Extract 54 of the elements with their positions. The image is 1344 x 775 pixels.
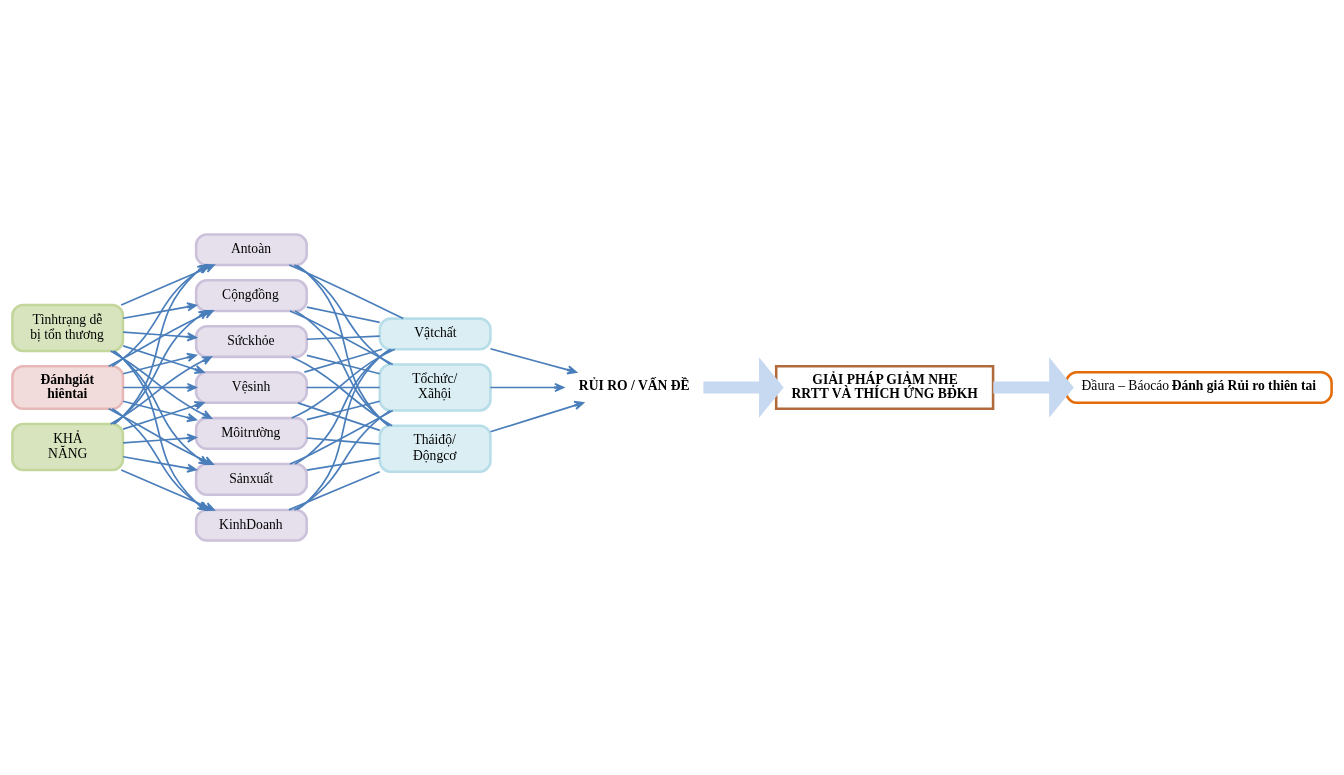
arrow [122,433,197,444]
arrow [122,344,205,374]
arrow [122,455,197,473]
node-box: Antoàn [194,233,308,267]
arrow [489,382,565,393]
connector [288,470,381,511]
node-text: RỦI RO / VẤN ĐỀ [578,377,690,393]
connector [306,386,381,389]
arrow [109,356,212,425]
node-box: Cộngđồng [194,279,308,313]
arrow [489,400,585,433]
connector [293,409,391,511]
connector [295,348,391,511]
arrow [122,302,197,320]
arrow [112,310,209,425]
node-box: Vậtchất [378,317,492,351]
connector [293,264,391,366]
arrow [122,352,197,375]
arrow [122,401,205,431]
arrow [122,331,197,342]
connector [288,264,405,320]
connector [289,409,394,465]
node-box: Tổchức/ Xãhội [378,363,492,412]
node-box: Môitrường [194,416,308,450]
arrow [703,357,784,418]
node-box: Tháiđộ/ Độngcơ [378,424,492,473]
connector [290,348,396,419]
node-box: Đánhgiát hiêntai [11,364,125,411]
connector [294,310,391,427]
node-box: KHẢ NĂNG [11,422,125,472]
node-box: Đầura – Báocáo Đánh giá Rủi ro thiên tai [1064,370,1333,405]
arrow [109,350,212,419]
node-box: Tìnhtrạng dễ bị tổn thương [11,303,125,353]
node-box: Sứckhỏe [194,325,308,359]
arrow [993,357,1074,418]
connector [294,348,393,465]
connector [306,354,381,375]
node-box: Vệsinh [194,370,308,405]
connector [289,310,394,366]
connector [297,402,381,432]
connector [295,264,390,427]
connector [290,356,393,427]
node-box: Sảnxuất [194,462,308,496]
connector [306,306,381,324]
connector [306,437,381,445]
connector [306,335,381,341]
arrow [122,382,197,393]
arrow [122,400,197,423]
node-box: KinhDoanh [194,508,308,542]
connector [303,348,383,373]
node-box: GIẢI PHÁP GIẢM NHẸ RRTT VÀ THÍCH ỨNG BĐKH [774,364,995,411]
arrow [489,347,577,375]
connector [306,457,381,472]
connector [306,400,381,421]
